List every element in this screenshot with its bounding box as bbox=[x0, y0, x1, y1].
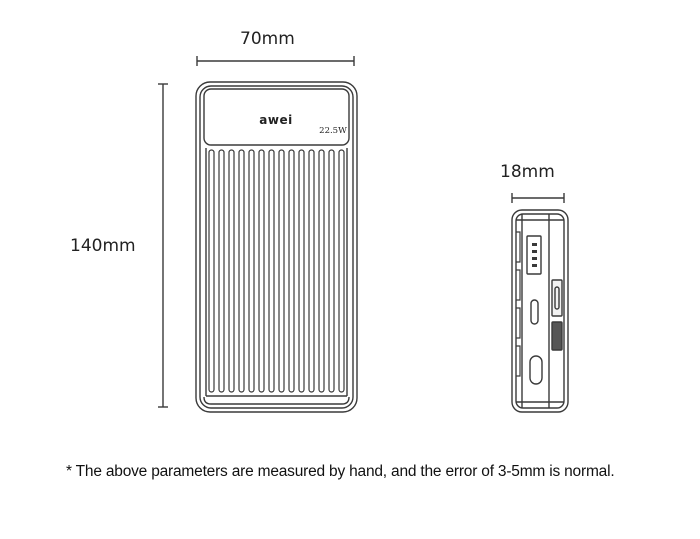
width-dimension-line bbox=[196, 56, 355, 66]
power-button bbox=[529, 355, 543, 385]
power-bank-front-view bbox=[195, 81, 358, 413]
ribs bbox=[208, 149, 345, 393]
power-bank-side-view bbox=[511, 209, 569, 413]
usb-c-port bbox=[530, 299, 539, 325]
micro-usb-port bbox=[551, 279, 563, 317]
usb-a-port bbox=[526, 235, 542, 275]
thickness-dimension-label: 18mm bbox=[500, 162, 555, 182]
measurement-footnote: * The above parameters are measured by h… bbox=[66, 463, 615, 480]
height-dimension-line bbox=[158, 83, 168, 408]
power-rating: 22.5W bbox=[319, 126, 347, 136]
thickness-dimension-line bbox=[511, 193, 565, 203]
top-panel bbox=[203, 88, 350, 146]
brand-logo: awei bbox=[259, 113, 292, 127]
side-ribs bbox=[516, 231, 521, 377]
height-dimension-label: 140mm bbox=[70, 236, 136, 256]
lightning-port bbox=[551, 321, 563, 351]
width-dimension-label: 70mm bbox=[240, 29, 295, 49]
